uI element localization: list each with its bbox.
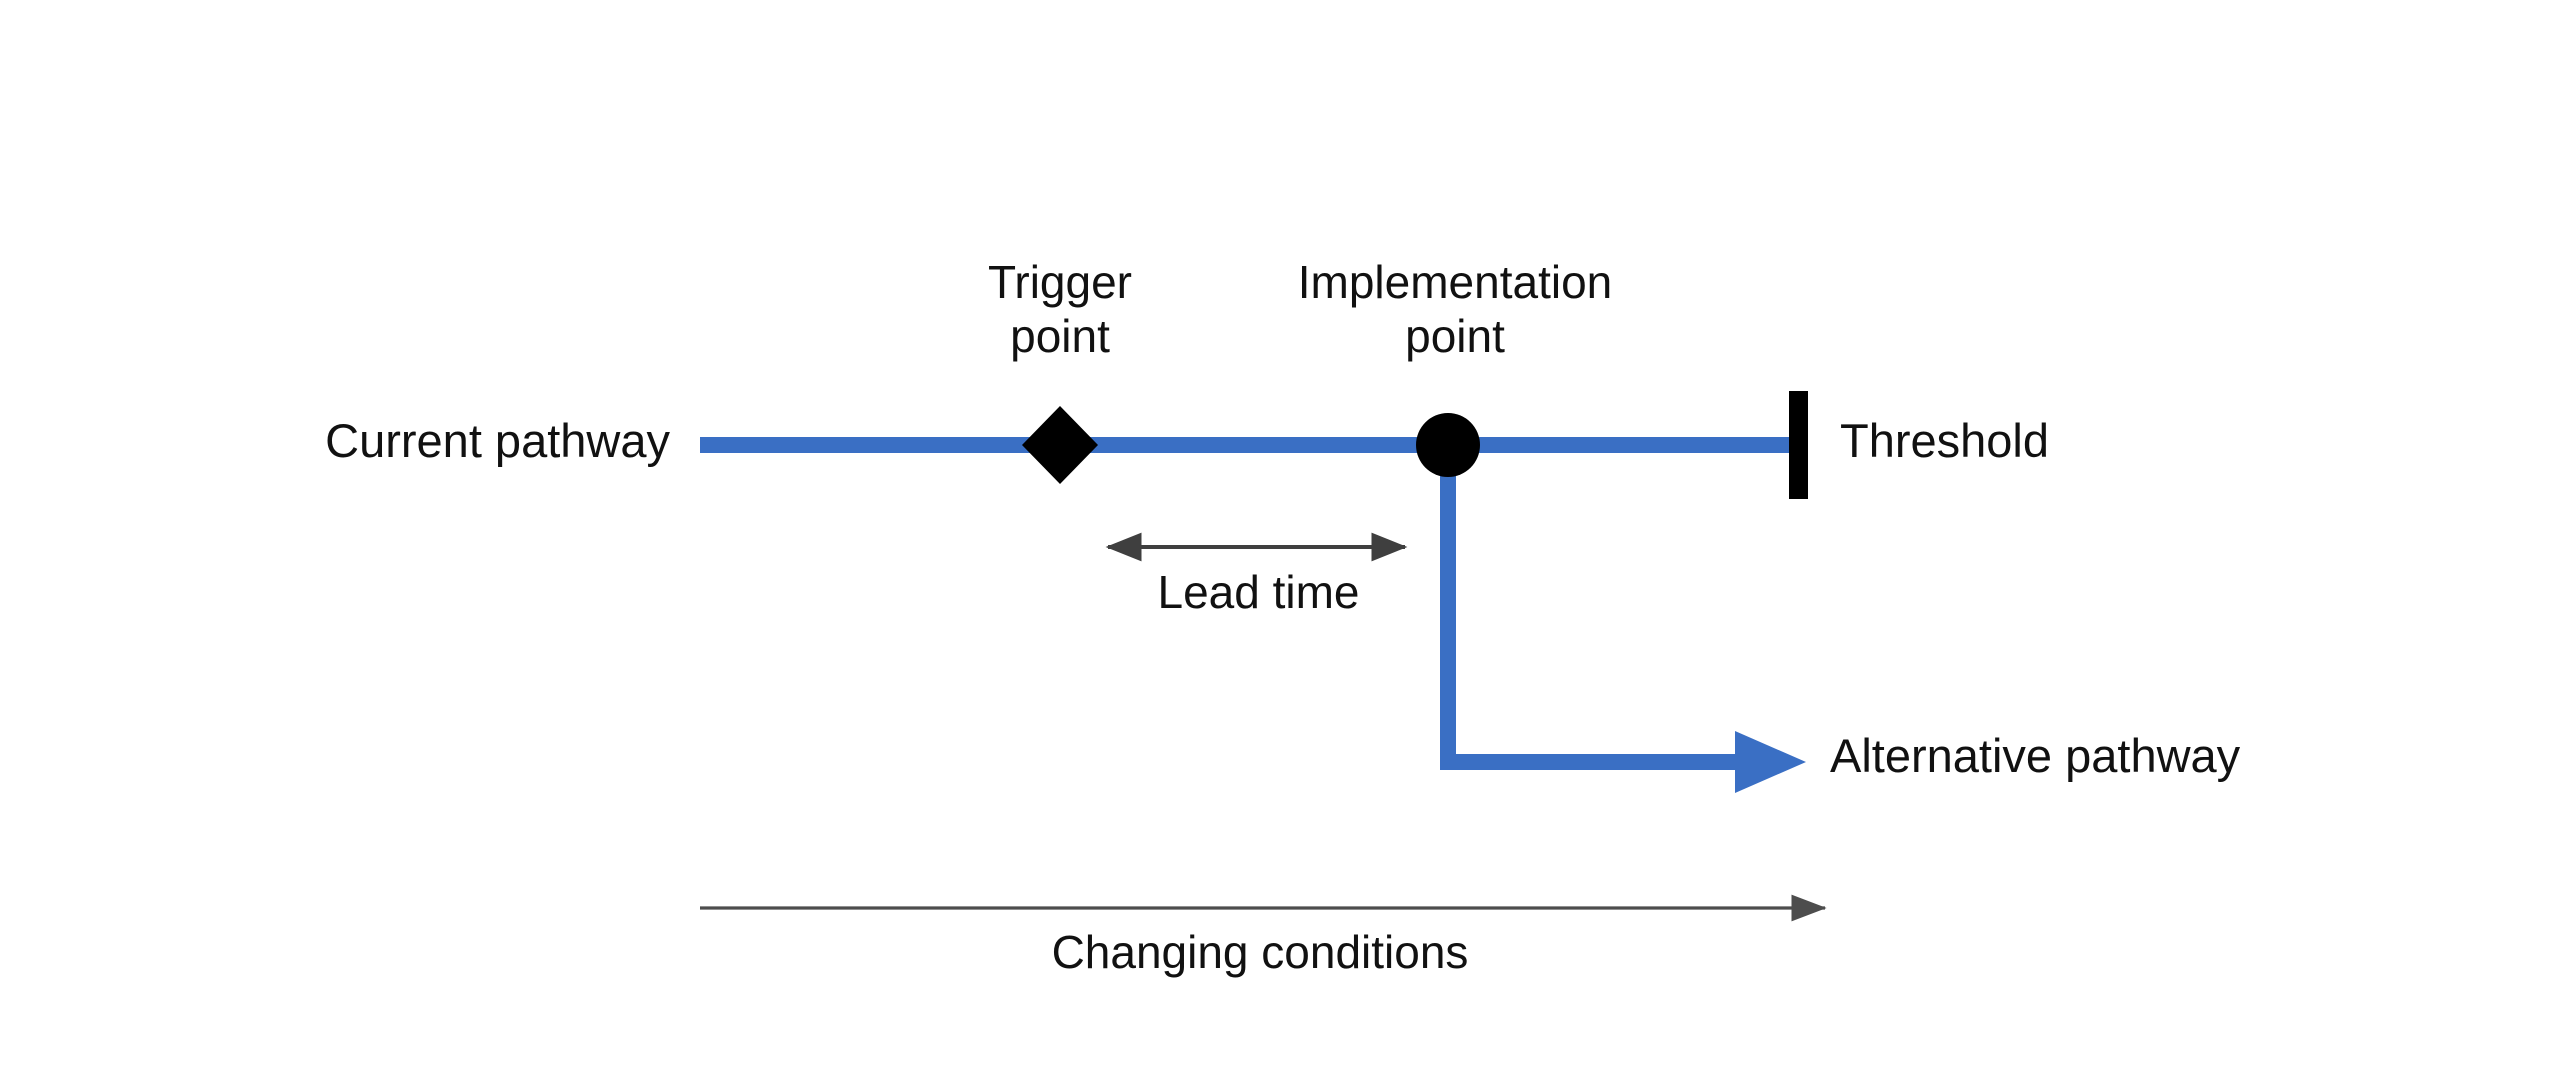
implementation-point-label: Implementation point	[1297, 256, 1613, 363]
threshold-label: Threshold	[1840, 414, 2049, 467]
alternative-pathway-label: Alternative pathway	[1830, 729, 2241, 782]
lead-time-label: Lead time	[1157, 566, 1360, 618]
alternative-pathway-arrowhead-icon	[1735, 731, 1806, 793]
threshold-bar-icon	[1789, 391, 1808, 499]
current-pathway-label: Current pathway	[325, 414, 670, 467]
changing-conditions-label: Changing conditions	[1051, 926, 1469, 978]
trigger-point-label: Trigger point	[988, 256, 1132, 363]
trigger-point-diamond-icon	[1022, 406, 1098, 484]
implementation-point-circle-icon	[1416, 413, 1480, 477]
